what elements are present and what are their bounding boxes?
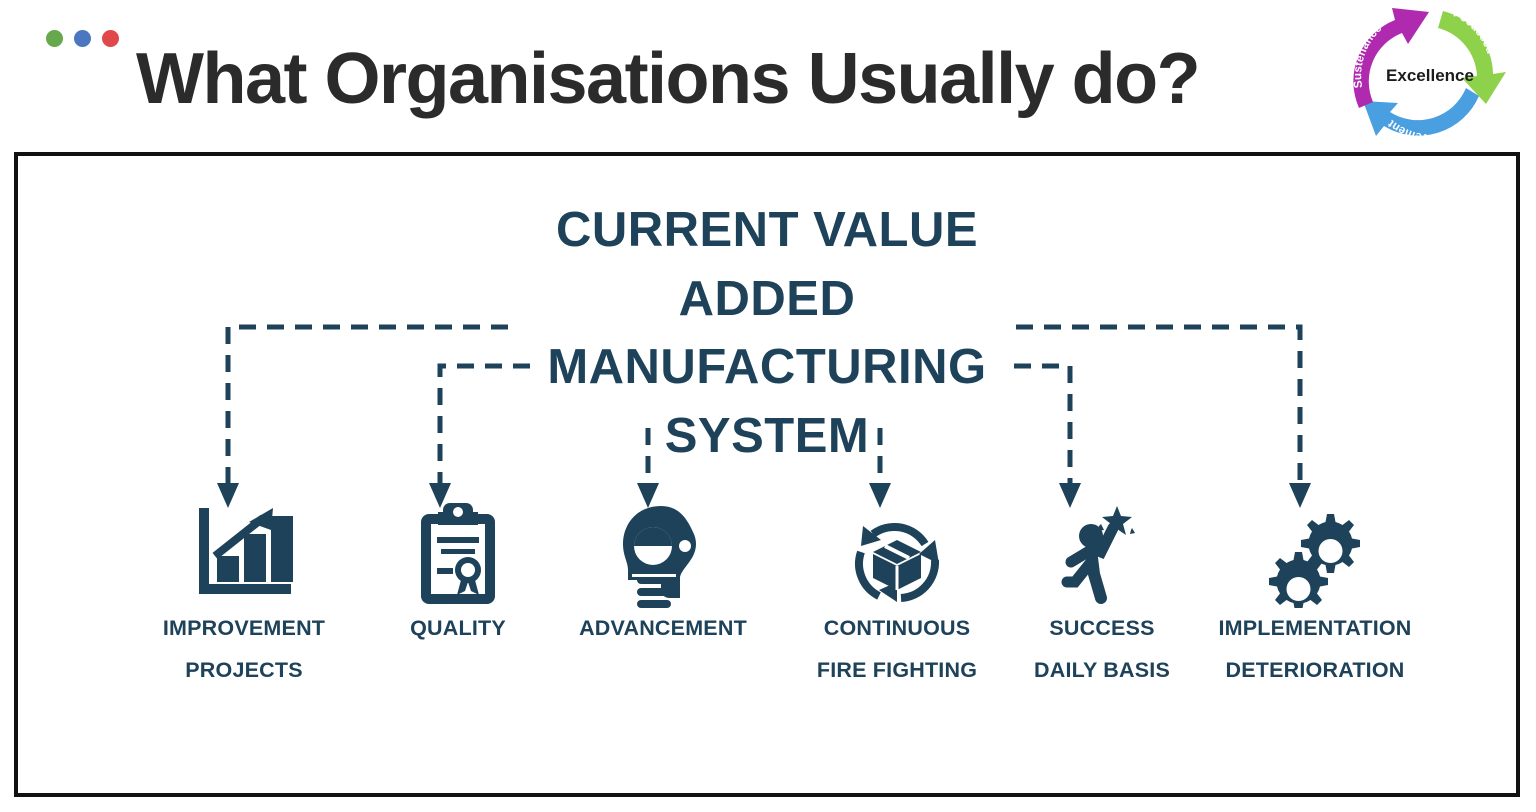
node-continuous-fire-fighting[interactable]: CONTINUOUS FIRE FIGHTING: [792, 496, 1002, 692]
heading-line-4: SYSTEM: [664, 408, 870, 463]
connector-implementation: [1016, 324, 1303, 486]
gears-icon: [1180, 496, 1450, 608]
head-analytics-icon: [558, 496, 768, 608]
node-quality[interactable]: QUALITY: [378, 496, 538, 650]
logo-arrow-improvement: Improvement: [1363, 88, 1479, 143]
node-advancement[interactable]: ADVANCEMENT: [558, 496, 768, 650]
red-dot: [102, 30, 119, 47]
node-label-line1: QUALITY: [410, 616, 506, 640]
bar-chart-growth-icon: [124, 496, 364, 608]
diagram-center-heading: CURRENT VALUE ADDED MANUFACTURING SYSTEM: [487, 196, 1047, 470]
node-columns: IMPROVEMENT PROJECTS: [18, 496, 1516, 786]
node-label-line1: CONTINUOUS: [823, 616, 971, 640]
logo-arrow-focussed: Focussed: [1438, 8, 1506, 104]
excellence-cycle-logo: Focussed Improvement Sustenance Excellen…: [1340, 2, 1520, 144]
logo-arrow-sustenance: Sustenance: [1352, 8, 1429, 108]
blue-dot: [74, 30, 91, 47]
node-label-line2: FIRE FIGHTING: [816, 657, 978, 682]
node-label-line1: ADVANCEMENT: [579, 616, 747, 640]
person-success-stars-icon: [1012, 496, 1192, 608]
node-label-line2: DETERIORATION: [1225, 657, 1405, 682]
node-label-line1: IMPROVEMENT: [162, 616, 326, 640]
box-recycle-icon: [792, 496, 1002, 608]
node-label-line1: IMPLEMENTATION: [1218, 616, 1412, 640]
heading-line-2: ADDED: [678, 271, 856, 326]
diagram-frame: CURRENT VALUE ADDED MANUFACTURING SYSTEM: [14, 152, 1520, 797]
heading-line-3: MANUFACTURING: [547, 340, 987, 395]
window-dots: [46, 30, 119, 47]
heading-line-1: CURRENT VALUE: [555, 203, 979, 257]
node-improvement-projects[interactable]: IMPROVEMENT PROJECTS: [124, 496, 364, 692]
page-title: What Organisations Usually do?: [136, 39, 1201, 119]
logo-center-label: Excellence: [1386, 66, 1474, 85]
clipboard-award-icon: [378, 496, 538, 608]
green-dot: [46, 30, 63, 47]
node-label-line2: DAILY BASIS: [1033, 657, 1171, 682]
node-label-line1: SUCCESS: [1049, 616, 1155, 640]
node-implementation-deterioration[interactable]: IMPLEMENTATION DETERIORATION: [1180, 496, 1450, 692]
node-success-daily-basis[interactable]: SUCCESS DAILY BASIS: [1012, 496, 1192, 692]
node-label-line2: PROJECTS: [185, 657, 303, 682]
connector-improvement-projects: [225, 324, 508, 486]
